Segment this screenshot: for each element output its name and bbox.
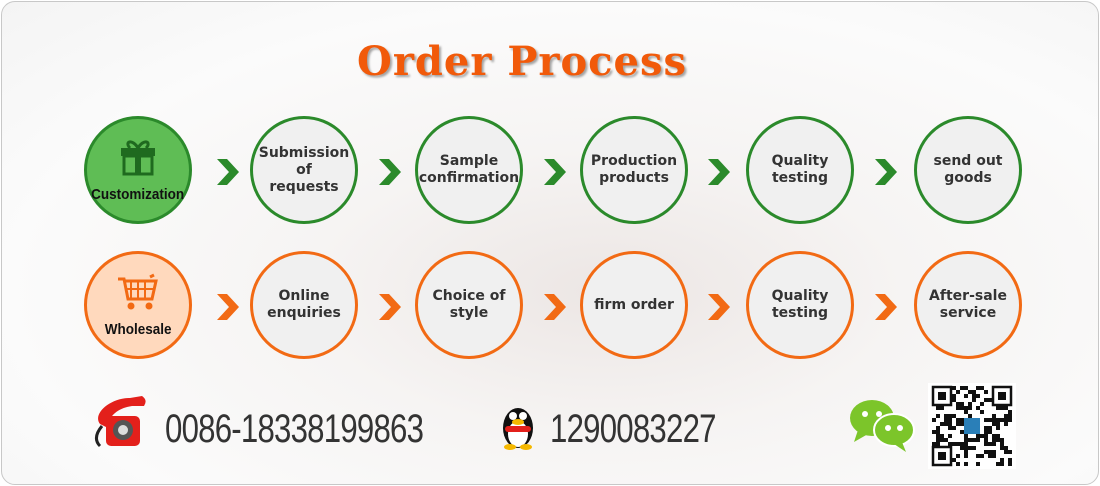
chevron-right-icon [217, 294, 239, 320]
chevron-right-icon [708, 159, 730, 185]
wechat-qr-code [928, 383, 1016, 469]
chevron-right-icon [708, 294, 730, 320]
process-step: send out goods [914, 116, 1022, 224]
process-step: Production products [580, 116, 688, 224]
process-step: Choice of style [415, 251, 523, 359]
chevron-right-icon [544, 294, 566, 320]
process-step: firm order [580, 251, 688, 359]
chevron-right-icon [544, 159, 566, 185]
process-step: Quality testing [746, 251, 854, 359]
telephone-icon [95, 396, 146, 448]
process-step: Online enquiries [250, 251, 358, 359]
qq-number: 1290083227 [550, 407, 717, 451]
gift-icon [118, 138, 158, 180]
category-wholesale[interactable]: Wholesale [84, 251, 192, 359]
category-label: Wholesale [104, 320, 172, 338]
chevron-right-icon [217, 159, 239, 185]
chevron-right-icon [875, 159, 897, 185]
process-step: After-sale service [914, 251, 1022, 359]
page-title: Order Process [356, 38, 687, 85]
wechat-icon [850, 400, 915, 452]
chevron-right-icon [379, 294, 401, 320]
chevron-right-icon [379, 159, 401, 185]
process-step: Submission of requests [250, 116, 358, 224]
qq-penguin-icon [503, 408, 533, 450]
process-step: Quality testing [746, 116, 854, 224]
shopping-cart-icon [116, 273, 160, 315]
chevron-right-icon [875, 294, 897, 320]
category-label: Customization [91, 185, 185, 203]
process-step: Sample confirmation [415, 116, 523, 224]
category-customization[interactable]: Customization [84, 116, 192, 224]
phone-number: 0086-18338199863 [165, 407, 424, 451]
